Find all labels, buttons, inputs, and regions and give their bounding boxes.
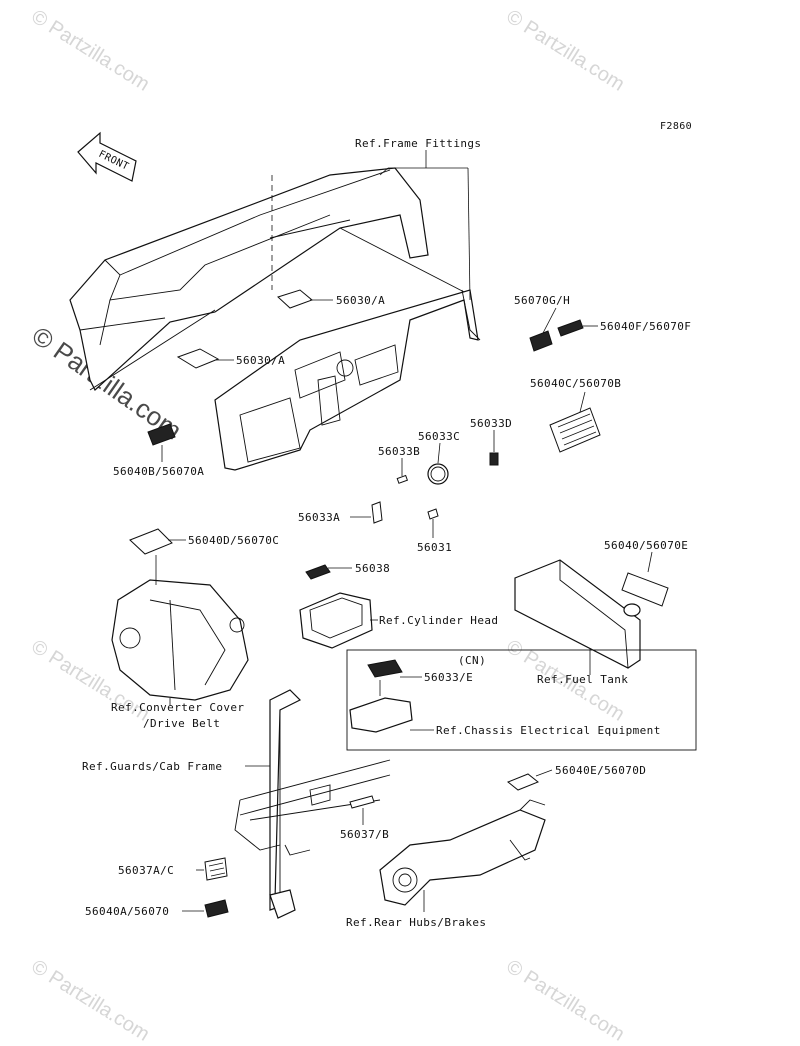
label-56040a: 56040A/56070 [85,905,169,918]
label-56040c: 56040C/56070B [530,377,621,390]
part-56033d [489,430,499,466]
label-56030a-left: 56030/A [236,354,285,367]
decal-56070gh [529,307,557,352]
label-56031: 56031 [417,541,452,554]
decal-56040b [147,423,176,462]
label-56033e: 56033/E [424,671,473,684]
label-56033b: 56033B [378,445,420,458]
label-guards-cab-frame: Ref.Guards/Cab Frame [82,760,222,773]
label-56033c: 56033C [418,430,460,443]
front-arrow-icon: FRONT [77,131,137,182]
label-cn: (CN) [458,654,486,667]
decal-56030a-top [277,289,333,309]
label-converter-cover: Ref.Converter Cover [111,701,244,714]
label-frame-fittings: Ref.Frame Fittings [355,137,481,150]
figure-code: F2860 [660,121,692,132]
decal-56040f [557,319,598,337]
label-cylinder-head: Ref.Cylinder Head [379,614,498,627]
label-56030a-top: 56030/A [336,294,385,307]
callout-labels: Ref.Frame Fittings 56030/A 56030/A 56070… [82,137,691,929]
part-56033a [350,501,383,524]
watermark-text: © Partzilla.com [502,956,628,1046]
part-56031 [427,508,439,538]
part-56033b [396,458,409,484]
cargo-bed [69,167,471,391]
label-56070gh: 56070G/H [514,294,570,307]
watermark-text: © Partzilla.com [502,6,628,96]
rear-hubs-brakes [379,769,553,912]
label-drive-belt: /Drive Belt [143,717,220,730]
converter-cover [111,528,249,705]
label-56040d: 56040D/56070C [188,534,279,547]
label-56040b: 56040B/56070A [113,465,204,478]
dashboard-panel [214,289,481,471]
label-56040: 56040/56070E [604,539,688,552]
label-fuel-tank: Ref.Fuel Tank [537,673,628,686]
label-56033d: 56033D [470,417,512,430]
label-chassis-electrical: Ref.Chassis Electrical Equipment [436,724,661,737]
label-56040e: 56040E/56070D [555,764,646,777]
cylinder-head [299,564,378,649]
watermark-text: © Partzilla.com [27,956,153,1046]
label-56037b: 56037/B [340,828,389,841]
fuel-tank [514,551,669,675]
decal-56030a-left [176,348,234,369]
label-rear-hubs: Ref.Rear Hubs/Brakes [346,916,486,929]
label-56037ac: 56037A/C [118,864,174,877]
guards-cab-frame [182,689,391,919]
cn-box [346,649,697,751]
part-56033c [427,442,449,485]
label-56033a: 56033A [298,511,340,524]
label-56038: 56038 [355,562,390,575]
watermark-text: © Partzilla.com [27,6,153,96]
decal-56040c [549,391,601,453]
label-56040f: 56040F/56070F [600,320,691,333]
